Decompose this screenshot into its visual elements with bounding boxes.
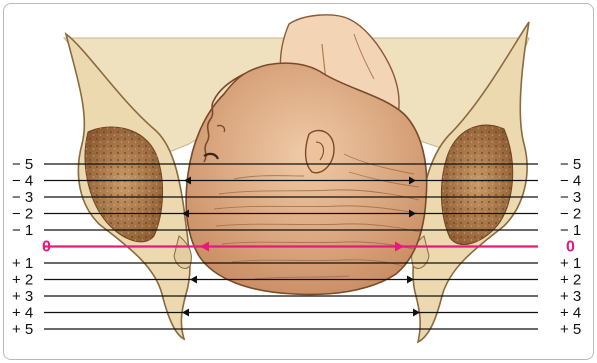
station-label-left: − 1	[12, 222, 33, 239]
station-label-left: + 4	[12, 305, 33, 322]
station-label-left: + 5	[12, 321, 33, 338]
station-label-left: + 3	[12, 288, 33, 305]
station-label-left: − 5	[12, 156, 33, 173]
station-label-left: + 1	[12, 255, 33, 272]
station-label-left: − 2	[12, 206, 33, 223]
station-label-right: + 1	[560, 255, 581, 272]
station-label-right: + 5	[560, 321, 581, 338]
station-label-right: − 1	[560, 222, 581, 239]
station-label-right: + 3	[560, 288, 581, 305]
station-arrowhead-left	[190, 276, 197, 284]
station-label-left: + 2	[12, 272, 33, 289]
station-label-right: + 4	[560, 305, 581, 322]
station-label-right: − 4	[560, 173, 581, 190]
station-row-plus-5: + 5 + 5	[12, 321, 581, 338]
station-label-right: − 3	[560, 189, 581, 206]
station-label-right: 0	[566, 239, 575, 256]
station-label-right: − 5	[560, 156, 581, 173]
station-row-plus-4: + 4 + 4	[12, 305, 581, 322]
station-label-left: 0	[42, 239, 51, 256]
station-label-left: − 4	[12, 173, 33, 190]
station-label-right: − 2	[560, 206, 581, 223]
station-label-right: + 2	[560, 272, 581, 289]
station-label-left: − 3	[12, 189, 33, 206]
